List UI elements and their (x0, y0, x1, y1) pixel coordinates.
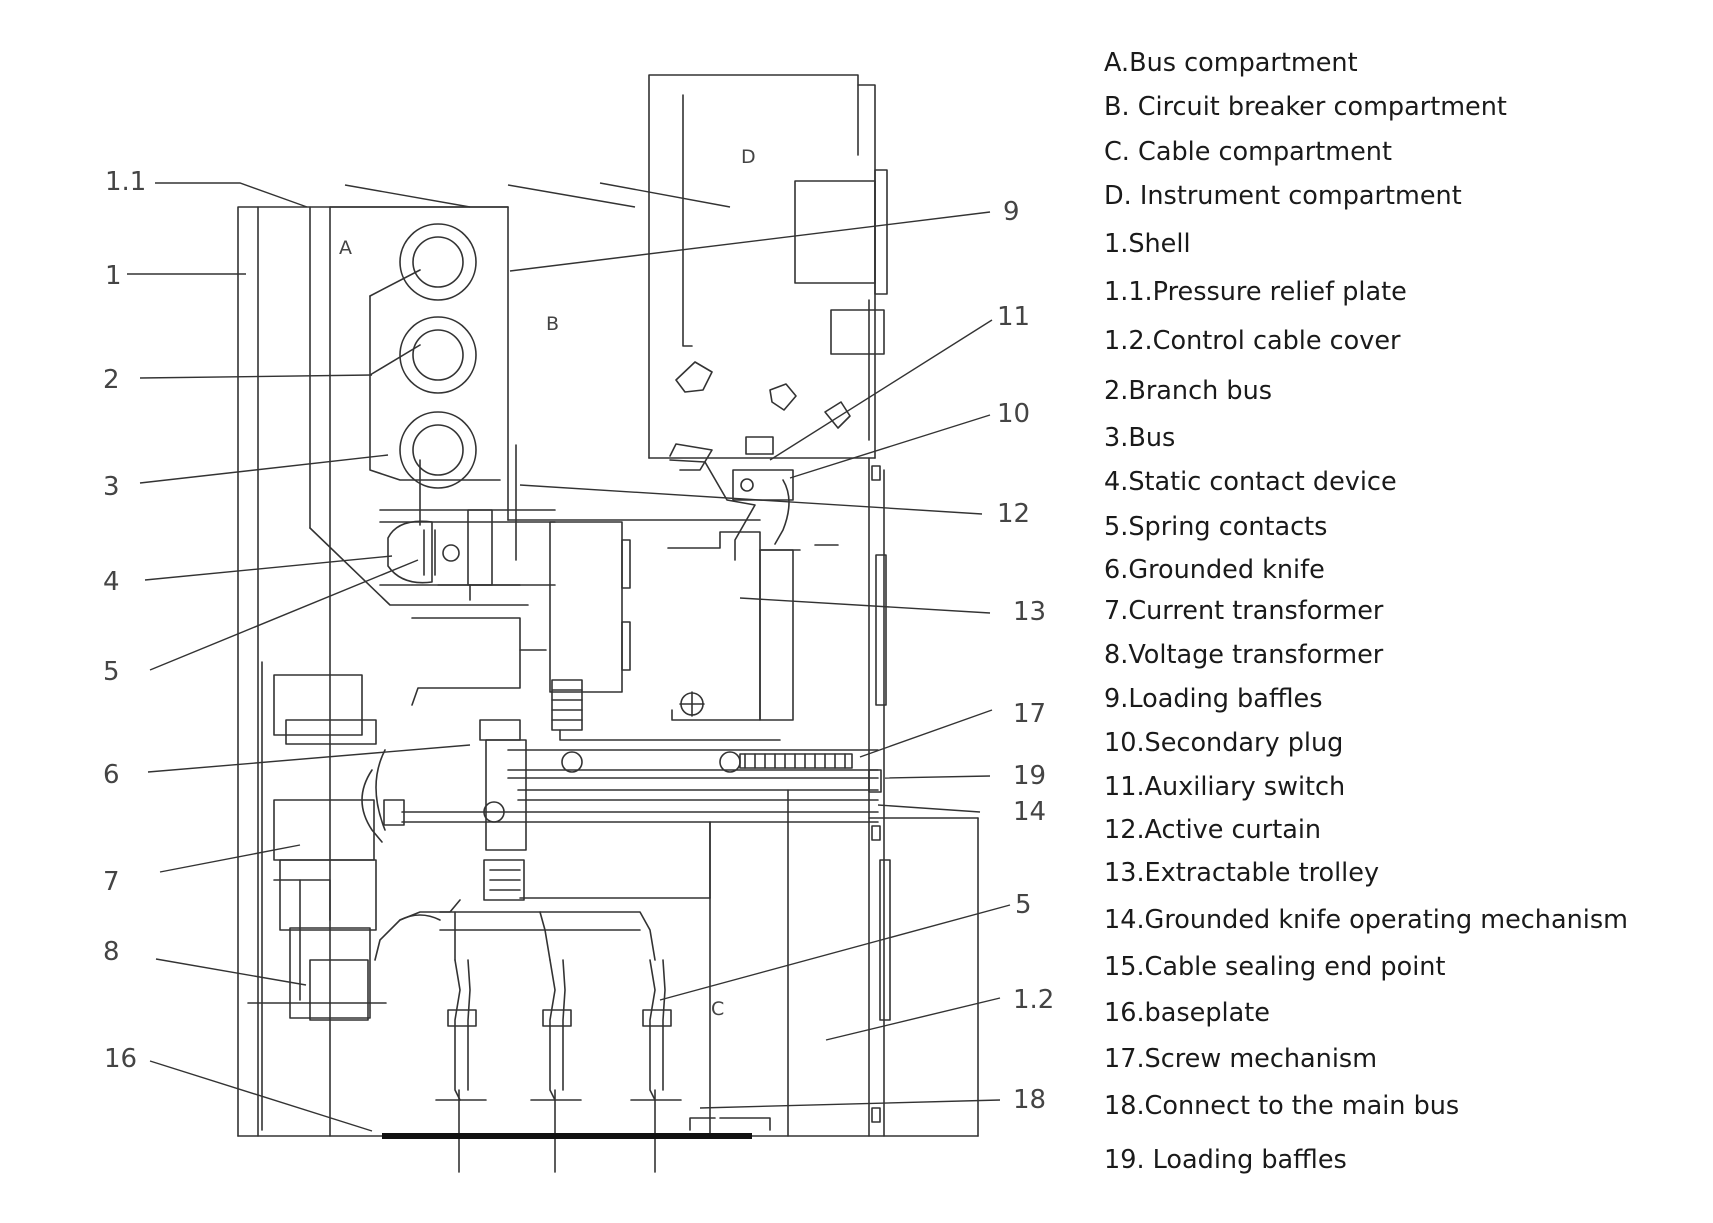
legend-item: 18.Connect to the main bus (1104, 1091, 1460, 1121)
legend-item: 9.Loading baffles (1104, 684, 1323, 714)
legend-item: 4.Static contact device (1104, 467, 1397, 497)
switchgear-diagram: A B C D 1.1 1 2 3 4 5 6 7 8 16 9 11 10 1… (103, 74, 1054, 1173)
zone-label-d: D (741, 146, 756, 168)
zone-label-a: A (339, 237, 352, 259)
callout-16: 16 (104, 1044, 137, 1074)
screw-mechanism (507, 749, 882, 801)
callout-7: 7 (103, 867, 120, 897)
callout-8: 8 (103, 937, 120, 967)
callout-11: 11 (997, 302, 1030, 332)
legend-item: 17.Screw mechanism (1104, 1044, 1378, 1074)
legend-item: 11.Auxiliary switch (1104, 772, 1346, 802)
callout-1-1: 1.1 (105, 167, 146, 197)
legend-item: 1.Shell (1104, 229, 1191, 259)
legend-item: D. Instrument compartment (1104, 181, 1462, 211)
legend-item: 3.Bus (1104, 423, 1176, 453)
callout-19: 19 (1013, 761, 1046, 791)
callout-5-right: 5 (1015, 890, 1032, 920)
legend-item: B. Circuit breaker compartment (1104, 92, 1507, 122)
legend-item: 7.Current transformer (1104, 596, 1384, 626)
circuit-breaker (507, 444, 839, 741)
legend-item: C. Cable compartment (1104, 137, 1392, 167)
callout-3: 3 (103, 472, 120, 502)
legend-item: 14.Grounded knife operating mechanism (1104, 905, 1628, 935)
callout-6: 6 (103, 760, 120, 790)
transformers (247, 617, 879, 1131)
legend-item: 10.Secondary plug (1104, 728, 1344, 758)
legend-item: 6.Grounded knife (1104, 555, 1325, 585)
callout-2: 2 (103, 365, 120, 395)
zone-label-c: C (711, 998, 724, 1020)
callout-9: 9 (1003, 197, 1020, 227)
cable-compartment (374, 789, 789, 1173)
callout-13: 13 (1013, 597, 1046, 627)
cabinet-shell (237, 206, 979, 1137)
right-panel (868, 457, 979, 1137)
callout-10: 10 (997, 399, 1030, 429)
legend-item: 1.1.Pressure relief plate (1104, 277, 1407, 307)
callout-5-left: 5 (103, 657, 120, 687)
zone-label-b: B (546, 313, 559, 335)
instrument-compartment (648, 74, 888, 459)
callout-14: 14 (1013, 797, 1046, 827)
legend-item: 13.Extractable trolley (1104, 858, 1380, 888)
legend-item: 8.Voltage transformer (1104, 640, 1384, 670)
callout-17: 17 (1013, 699, 1046, 729)
legend-item: A.Bus compartment (1104, 48, 1358, 78)
legend-item: 1.2.Control cable cover (1104, 326, 1401, 356)
legend-item: 15.Cable sealing end point (1104, 952, 1446, 982)
legend-item: 2.Branch bus (1104, 376, 1273, 406)
legend-item: 19. Loading baffles (1104, 1145, 1347, 1175)
callout-1-2: 1.2 (1013, 985, 1054, 1015)
callout-4: 4 (103, 567, 120, 597)
leader-lines (127, 182, 1011, 1132)
legend-item: 16.baseplate (1104, 998, 1270, 1028)
callout-12: 12 (997, 499, 1030, 529)
callout-18: 18 (1013, 1085, 1046, 1115)
bus-bars (369, 223, 556, 601)
legend-item: 12.Active curtain (1104, 815, 1322, 845)
callout-1: 1 (105, 261, 122, 291)
legend-item: 5.Spring contacts (1104, 512, 1328, 542)
